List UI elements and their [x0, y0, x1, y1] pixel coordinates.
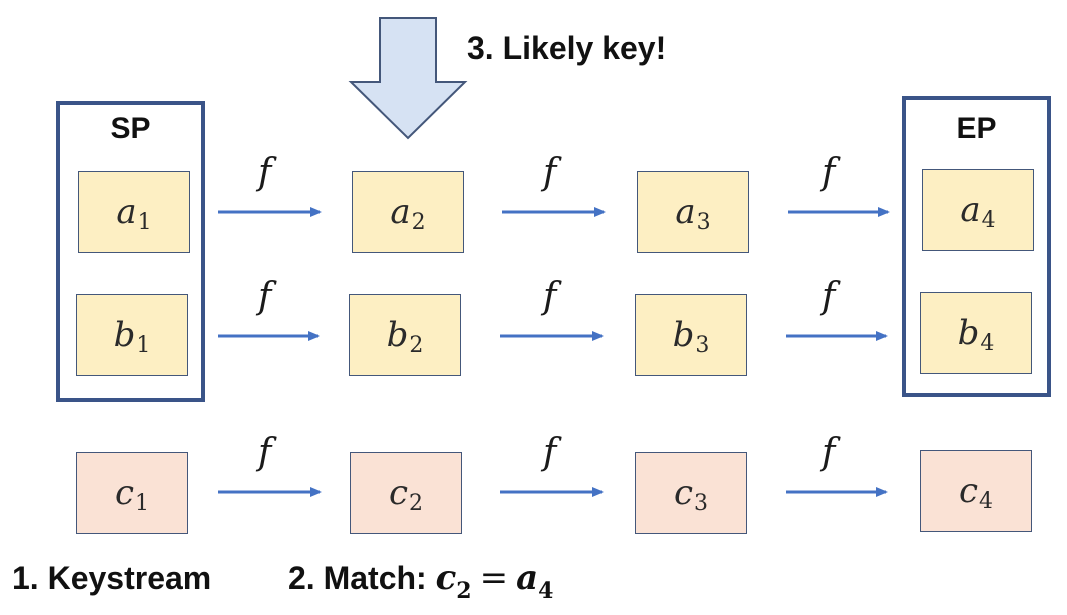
match-rhs-var: a	[516, 558, 539, 598]
node-c2-var: c	[388, 473, 409, 513]
caption-likely-key: 3. Likely key!	[467, 30, 667, 66]
function-label-b2: f	[543, 276, 557, 317]
node-c3-sub: 3	[694, 490, 709, 516]
node-b4-sub: 4	[980, 330, 995, 356]
node-a1-sub: 1	[137, 209, 152, 235]
node-c3-var: c	[673, 473, 694, 513]
node-b1-var: b	[113, 315, 136, 355]
function-label-a3: f	[822, 152, 836, 193]
function-label-a1: f	[258, 152, 272, 193]
node-b3-sub: 3	[695, 332, 710, 358]
caption-match: 2. Match: c2 =a4	[288, 558, 554, 604]
function-label-a2: f	[543, 152, 557, 193]
end-points-label: EP	[956, 112, 997, 145]
end-points-group	[902, 96, 1051, 397]
match-lhs-var: c	[435, 558, 457, 598]
node-a4-var: a	[960, 190, 981, 230]
match-equals: =	[479, 558, 509, 598]
start-points-label: SP	[110, 112, 151, 145]
node-b2-var: b	[386, 315, 409, 355]
node-b1-sub: 1	[136, 332, 151, 358]
node-a3-sub: 3	[696, 209, 711, 235]
caption-match-prefix: 2. Match:	[288, 560, 436, 596]
node-b2-sub: 2	[409, 332, 424, 358]
function-label-c3: f	[822, 432, 836, 473]
node-a2-sub: 2	[411, 209, 426, 235]
node-b4-var: b	[957, 313, 980, 353]
match-equation: c2 =a4	[435, 558, 554, 604]
function-label-b1: f	[258, 276, 272, 317]
node-a2-var: a	[390, 192, 411, 232]
node-c2-sub: 2	[409, 490, 424, 516]
node-c1-var: c	[114, 473, 135, 513]
node-c1-sub: 1	[135, 490, 150, 516]
node-b3-var: b	[672, 315, 695, 355]
match-rhs-sub: 4	[538, 578, 554, 604]
node-c4-var: c	[958, 471, 979, 511]
start-points-group	[56, 101, 205, 402]
function-label-b3: f	[822, 276, 836, 317]
match-lhs-sub: 2	[456, 578, 472, 604]
node-a4-sub: 4	[981, 207, 996, 233]
caption-keystream: 1. Keystream	[12, 560, 212, 596]
likely-key-pointer-arrow	[348, 17, 468, 140]
node-a3-var: a	[675, 192, 696, 232]
function-label-c1: f	[258, 432, 272, 473]
function-label-c2: f	[543, 432, 557, 473]
node-c4-sub: 4	[979, 488, 994, 514]
node-a1-var: a	[116, 192, 137, 232]
